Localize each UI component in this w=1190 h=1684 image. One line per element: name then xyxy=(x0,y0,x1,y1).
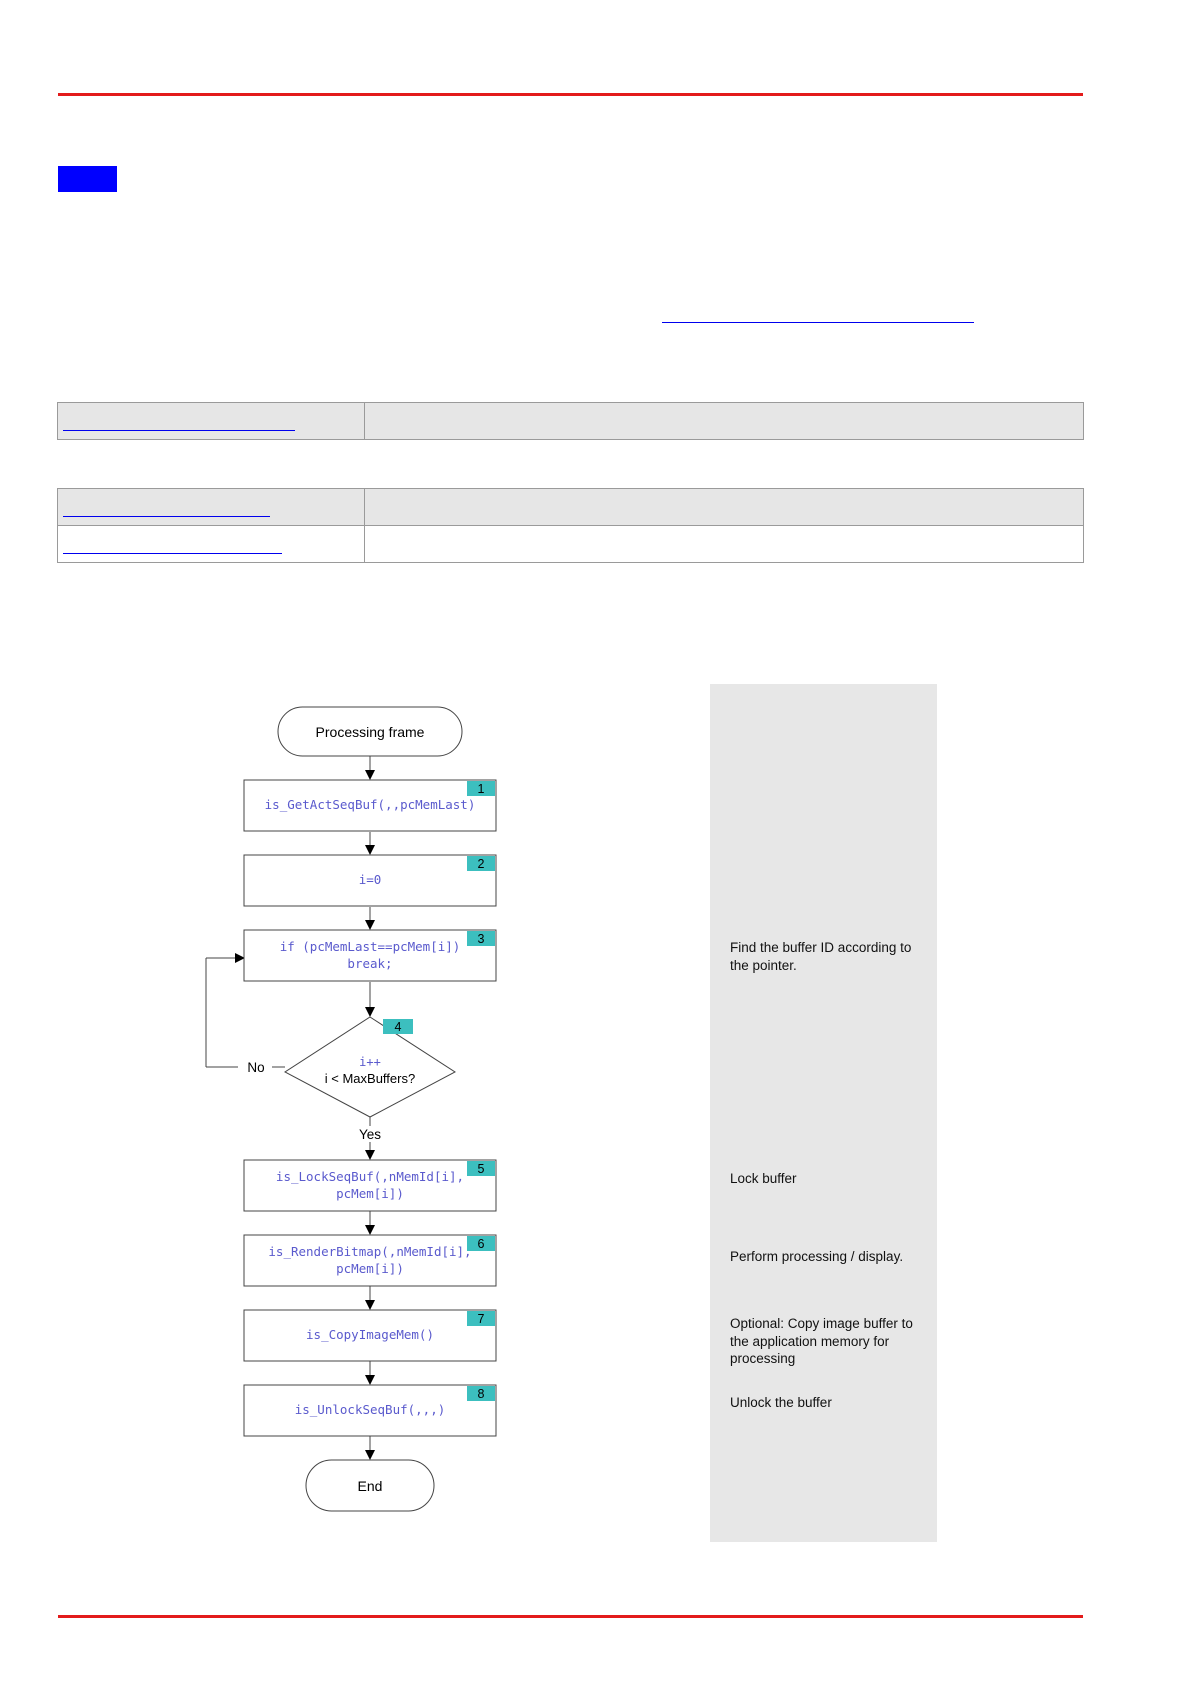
step-number: 6 xyxy=(478,1237,485,1251)
step-number: 7 xyxy=(478,1312,485,1326)
end-label: End xyxy=(358,1478,383,1494)
note-line: Find the buffer ID according to xyxy=(730,940,912,955)
table-cell-link xyxy=(57,525,365,563)
step-badge xyxy=(467,781,495,796)
step-box-2: 2 i=0 xyxy=(243,854,497,907)
step-code: is_LockSeqBuf(,nMemId[i], xyxy=(276,1169,464,1184)
step-code-continued: break; xyxy=(347,956,392,971)
step-badge xyxy=(383,1019,413,1034)
decision-yes-label: Yes xyxy=(359,1127,381,1142)
step-code: is_UnlockSeqBuf(,,,) xyxy=(295,1402,446,1417)
note-line: Perform processing / display. xyxy=(730,1249,904,1264)
table-row xyxy=(57,402,1084,440)
step-code: is_RenderBitmap(,nMemId[i], xyxy=(268,1244,471,1259)
step-code: is_GetActSeqBuf(,,pcMemLast) xyxy=(265,797,476,812)
step-badge xyxy=(467,1311,495,1326)
start-label: Processing frame xyxy=(316,724,425,740)
table-link[interactable] xyxy=(63,505,270,517)
bottom-red-rule xyxy=(58,1615,1083,1618)
step-badge xyxy=(467,1236,495,1251)
step-box-6: 6 is_RenderBitmap(,nMemId[i], pcMem[i]) xyxy=(243,1234,497,1287)
note-line: Lock buffer xyxy=(730,1171,797,1186)
section-marker xyxy=(58,166,117,192)
side-notes-panel xyxy=(710,684,937,1542)
table-cell xyxy=(364,402,1084,440)
table-cell-link xyxy=(57,488,365,526)
step-box-frame xyxy=(243,1234,497,1287)
step-box-1: 1is_GetActSeqBuf(,,pcMemLast) xyxy=(243,779,497,832)
step-number: 4 xyxy=(395,1020,402,1034)
table-cell-link xyxy=(57,402,365,440)
end-terminator xyxy=(305,1459,435,1512)
step-badge xyxy=(467,1386,495,1401)
step-badge xyxy=(467,1161,495,1176)
step-code: is_CopyImageMem() xyxy=(306,1327,434,1342)
step-number: 8 xyxy=(478,1387,485,1401)
step-box-8: 8 is_UnlockSeqBuf(,,,) xyxy=(243,1384,497,1437)
step-code-continued: pcMem[i]) xyxy=(336,1186,404,1201)
step-box-frame xyxy=(243,779,497,832)
step-badge xyxy=(467,856,495,871)
table-cell xyxy=(364,525,1084,563)
intro-hyperlink[interactable] xyxy=(662,310,974,323)
note-unlock-buffer: Unlock the buffer xyxy=(730,1394,930,1412)
note-line: the application memory for xyxy=(730,1333,890,1349)
reference-table-2 xyxy=(57,488,1084,563)
step-box-5: 5 is_LockSeqBuf(,nMemId[i], pcMem[i]) xyxy=(243,1159,497,1212)
step-box-7: 7 is_CopyImageMem() xyxy=(243,1309,497,1362)
decision-code: i++ xyxy=(359,1055,381,1069)
note-find-buffer: Find the buffer ID according to the poin… xyxy=(730,939,930,974)
decision-no-label: No xyxy=(247,1060,264,1075)
note-line: Unlock the buffer xyxy=(730,1395,832,1410)
reference-table-1 xyxy=(57,402,1084,440)
table-link[interactable] xyxy=(63,542,282,554)
step-box-frame xyxy=(243,929,497,982)
table-row xyxy=(57,525,1084,563)
note-line: the pointer. xyxy=(730,957,797,973)
step-number: 2 xyxy=(478,857,485,871)
note-copy-buffer: Optional: Copy image buffer to the appli… xyxy=(730,1315,930,1368)
decision-diamond xyxy=(284,1016,456,1118)
step-box-3: 3 if (pcMemLast==pcMem[i]) break; xyxy=(243,929,497,982)
start-terminator xyxy=(277,706,463,757)
note-perform-processing: Perform processing / display. xyxy=(730,1248,930,1266)
step-code: if (pcMemLast==pcMem[i]) xyxy=(280,939,461,954)
note-line: processing xyxy=(730,1351,796,1366)
step-box-frame xyxy=(243,1159,497,1212)
step-number: 3 xyxy=(478,932,485,946)
step-code-continued: pcMem[i]) xyxy=(336,1261,404,1276)
decision-label: i < MaxBuffers? xyxy=(325,1071,415,1086)
step-box-frame xyxy=(243,1309,497,1362)
step-badge xyxy=(467,931,495,946)
step-box-frame xyxy=(243,1384,497,1437)
step-code: i=0 xyxy=(359,872,382,887)
table-link[interactable] xyxy=(63,419,295,431)
step-box-frame xyxy=(243,854,497,907)
top-red-rule xyxy=(58,93,1083,96)
step-number: 1 xyxy=(478,782,485,796)
step-number: 5 xyxy=(478,1162,485,1176)
note-line: Optional: Copy image buffer to xyxy=(730,1316,913,1331)
note-lock-buffer: Lock buffer xyxy=(730,1170,930,1188)
